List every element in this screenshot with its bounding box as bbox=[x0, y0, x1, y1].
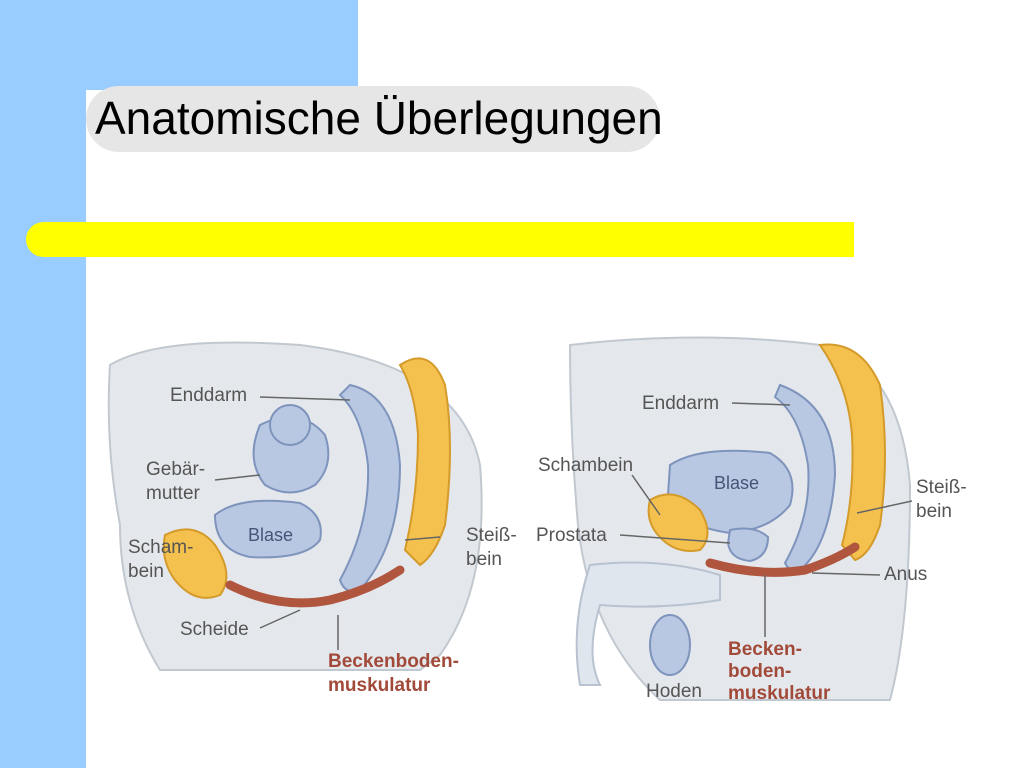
label-beckenboden-2-female: muskulatur bbox=[328, 675, 431, 696]
label-schambein-2-female: bein bbox=[128, 561, 164, 582]
female-sacrum bbox=[398, 357, 451, 567]
label-beckenboden-3-male: muskulatur bbox=[728, 683, 831, 704]
label-gebaermutter-2: mutter bbox=[146, 483, 201, 504]
sidebar-band bbox=[0, 0, 86, 768]
label-beckenboden-1-female: Beckenboden- bbox=[328, 651, 459, 672]
male-penis bbox=[575, 561, 721, 686]
pelvic-anatomy-figure: Enddarm Gebär- mutter Blase Scham- bein … bbox=[100, 325, 1000, 725]
label-schambein-male: Schambein bbox=[538, 455, 633, 476]
label-gebaermutter-1: Gebär- bbox=[146, 459, 205, 480]
label-anus: Anus bbox=[884, 564, 927, 585]
accent-bar bbox=[26, 222, 854, 257]
label-enddarm-female: Enddarm bbox=[170, 385, 247, 406]
male-sacrum bbox=[818, 343, 886, 562]
female-pelvic-floor bbox=[225, 565, 405, 608]
pelvic-anatomy-svg: Enddarm Gebär- mutter Blase Scham- bein … bbox=[107, 336, 967, 704]
label-blase-female: Blase bbox=[248, 525, 293, 545]
label-steissbein-2-male: bein bbox=[916, 501, 952, 522]
male-testis bbox=[649, 614, 691, 676]
female-pelvis-diagram: Enddarm Gebär- mutter Blase Scham- bein … bbox=[107, 341, 517, 696]
male-pelvic-floor bbox=[705, 542, 860, 577]
female-ovary bbox=[269, 404, 311, 446]
slide-title: Anatomische Überlegungen bbox=[95, 92, 663, 144]
label-beckenboden-2-male: boden- bbox=[728, 661, 791, 682]
title-background bbox=[86, 86, 660, 152]
male-pubic-bone bbox=[647, 493, 709, 552]
label-blase-male: Blase bbox=[714, 473, 759, 493]
label-prostata: Prostata bbox=[536, 525, 607, 546]
female-bladder bbox=[213, 499, 322, 559]
male-prostate bbox=[726, 527, 770, 563]
label-schambein-1-female: Scham- bbox=[128, 537, 193, 558]
label-hoden: Hoden bbox=[646, 681, 702, 702]
label-scheide: Scheide bbox=[180, 619, 249, 640]
male-pelvis-diagram: Enddarm Schambein Blase Prostata Steiß- … bbox=[536, 336, 967, 704]
label-steissbein-1-male: Steiß- bbox=[916, 477, 967, 498]
label-beckenboden-1-male: Becken- bbox=[728, 639, 802, 660]
sidebar-top-band bbox=[86, 0, 358, 90]
label-steissbein-2-female: bein bbox=[466, 549, 502, 570]
label-steissbein-1-female: Steiß- bbox=[466, 525, 517, 546]
female-pubic-bone bbox=[162, 528, 228, 599]
label-enddarm-male: Enddarm bbox=[642, 393, 719, 414]
